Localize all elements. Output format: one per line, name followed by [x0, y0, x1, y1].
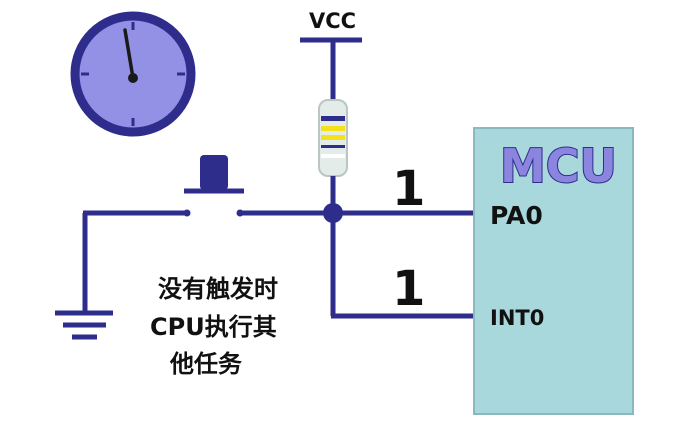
push-button-cap [200, 155, 228, 190]
int0-label: INT0 [490, 306, 544, 330]
clock-hand-pivot [128, 73, 138, 83]
resistor-band-5 [321, 154, 345, 158]
caption-line-1: 没有触发时 [158, 275, 278, 303]
resistor-band-4 [321, 145, 345, 148]
mcu-title: MCU [500, 139, 617, 193]
resistor-band-3 [321, 135, 345, 140]
resistor-icon [318, 99, 348, 177]
mcu-box [473, 127, 634, 415]
switch-contact-right [236, 209, 244, 217]
junction-dot [323, 203, 343, 223]
pa0-label: PA0 [490, 201, 543, 230]
caption-line-2: CPU执行其 [150, 313, 277, 341]
int0-level-label: 1 [392, 261, 425, 317]
clock-hand [123, 28, 135, 80]
vcc-label: VCC [309, 9, 356, 33]
push-button-icon [183, 155, 244, 217]
caption-line-3: 他任务 [169, 350, 243, 378]
pa0-level-label: 1 [392, 161, 425, 217]
resistor-band-2 [321, 126, 345, 131]
ground-icon [55, 310, 113, 340]
resistor-band-1 [321, 116, 345, 121]
clock-icon [70, 11, 196, 137]
